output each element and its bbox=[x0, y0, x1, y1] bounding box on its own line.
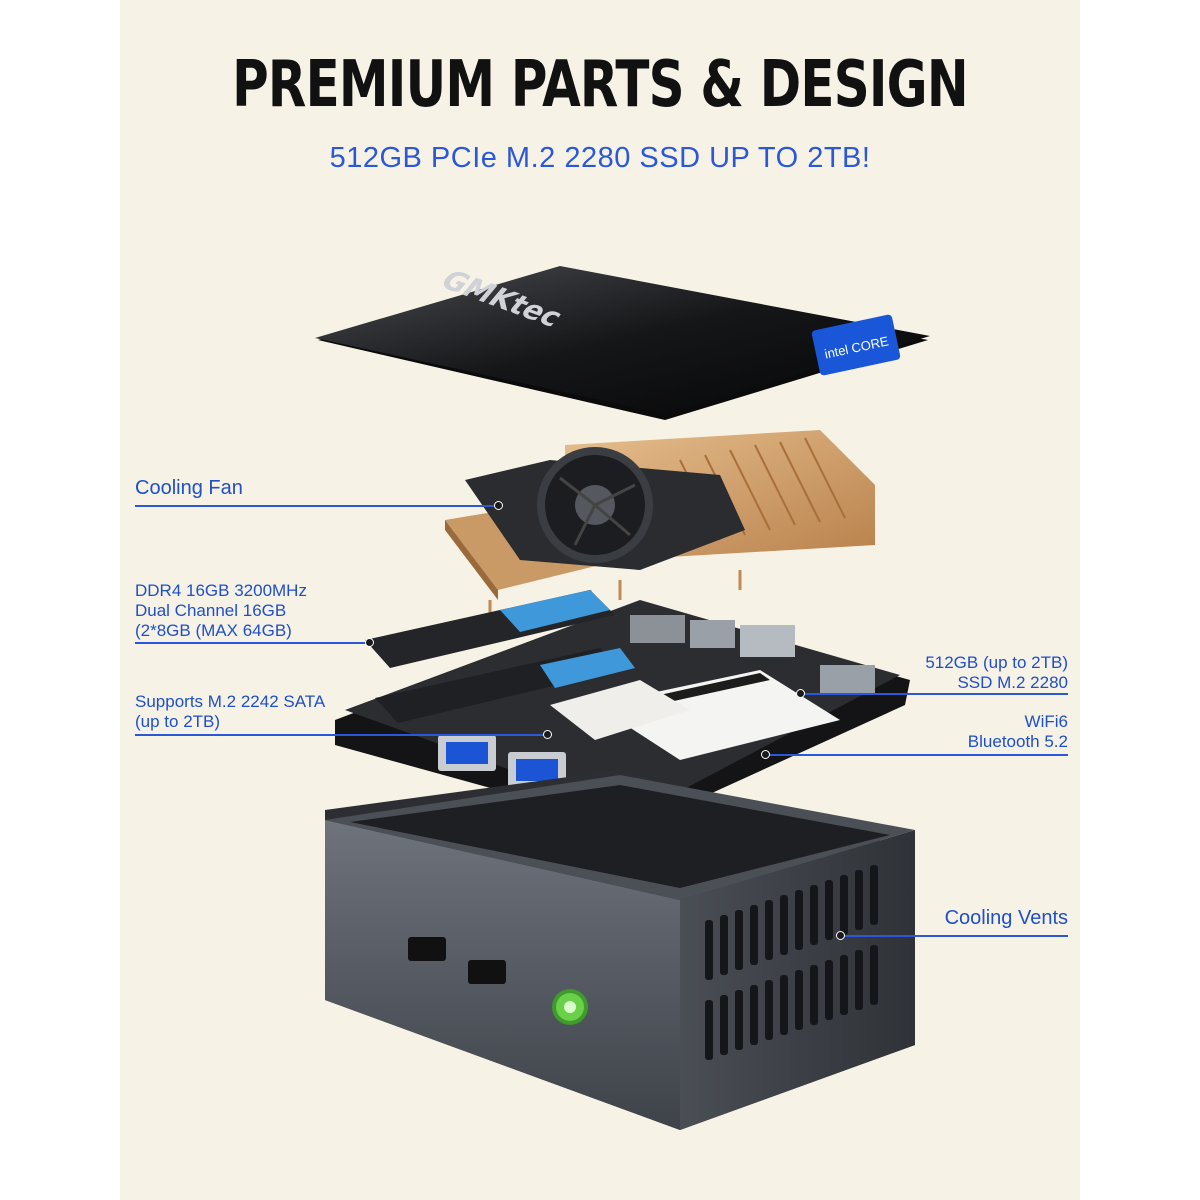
label-wifi-line1: WiFi6 bbox=[1024, 712, 1068, 731]
leader-wifi bbox=[765, 754, 1068, 756]
page-subtitle: 512GB PCIe M.2 2280 SSD UP TO 2TB! bbox=[329, 142, 871, 174]
leader-ssd bbox=[800, 693, 1068, 695]
label-ssd-line1: 512GB (up to 2TB) bbox=[925, 653, 1068, 672]
product-panel: PREMIUM PARTS & DESIGN 512GB PCIe M.2 22… bbox=[120, 0, 1080, 1200]
front-usb-port-2 bbox=[468, 960, 506, 984]
label-m2-sata: Supports M.2 2242 SATA (up to 2TB) bbox=[135, 692, 325, 732]
leader-ddr4 bbox=[135, 642, 368, 644]
label-ddr4-line2: Dual Channel 16GB bbox=[135, 601, 287, 620]
leader-m2-sata bbox=[135, 734, 545, 736]
label-wifi: WiFi6 Bluetooth 5.2 bbox=[968, 712, 1068, 752]
intel-badge bbox=[811, 314, 901, 376]
ssd-2242 bbox=[550, 680, 690, 740]
label-m2-sata-line1: Supports M.2 2242 SATA bbox=[135, 692, 326, 711]
label-cooling-fan: Cooling Fan bbox=[135, 477, 243, 499]
label-m2-sata-line2: (up to 2TB) bbox=[135, 712, 221, 731]
leader-cooling-fan bbox=[135, 505, 497, 507]
front-usb-port-1 bbox=[408, 937, 446, 961]
metal-case bbox=[325, 770, 915, 1130]
marker-ddr4 bbox=[365, 638, 374, 647]
label-cooling-vents: Cooling Vents bbox=[944, 907, 1068, 929]
leader-cooling-vents bbox=[840, 935, 1068, 937]
label-wifi-line2: Bluetooth 5.2 bbox=[967, 732, 1068, 751]
exploded-view-illustration: intel CORE GMKtec bbox=[315, 264, 930, 1130]
marker-cooling-vents bbox=[836, 931, 845, 940]
label-ddr4: DDR4 16GB 3200MHz Dual Channel 16GB (2*8… bbox=[135, 581, 307, 641]
marker-wifi bbox=[761, 750, 770, 759]
motherboard bbox=[335, 590, 910, 828]
marker-cooling-fan bbox=[494, 501, 503, 510]
label-ssd-line2: SSD M.2 2280 bbox=[957, 673, 1068, 692]
page-title: PREMIUM PARTS & DESIGN bbox=[232, 48, 969, 122]
label-ddr4-line3: (2*8GB (MAX 64GB) bbox=[135, 621, 292, 640]
marker-ssd bbox=[796, 689, 805, 698]
label-ssd: 512GB (up to 2TB) SSD M.2 2280 bbox=[925, 653, 1068, 693]
top-lid: intel CORE GMKtec bbox=[315, 264, 930, 420]
label-ddr4-line1: DDR4 16GB 3200MHz bbox=[135, 581, 307, 600]
marker-m2-sata bbox=[543, 730, 552, 739]
cooling-assembly bbox=[445, 430, 875, 620]
